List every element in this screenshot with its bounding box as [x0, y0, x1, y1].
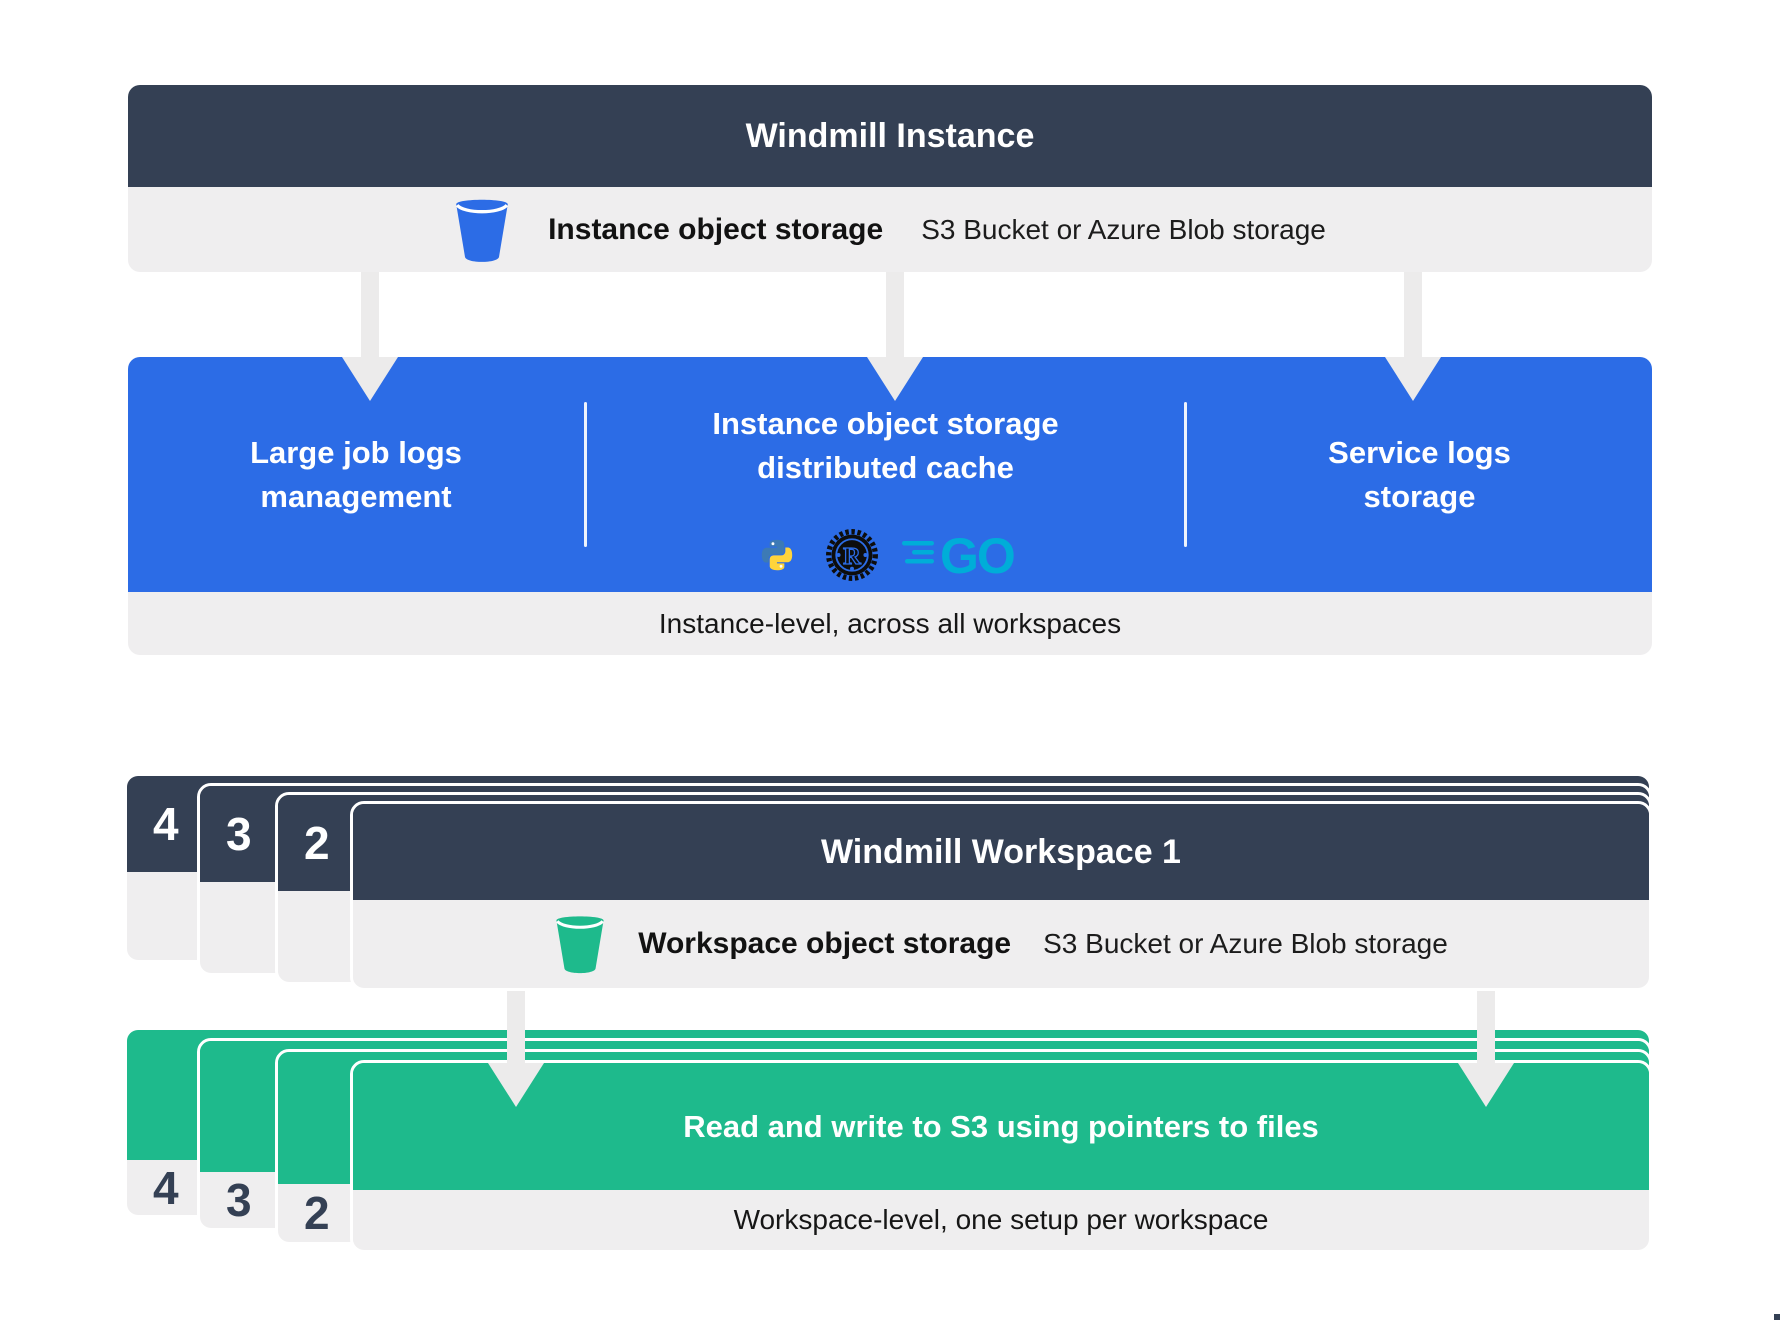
- language-icons-row: R GO: [587, 520, 1184, 590]
- feature-service-logs: Service logs storage: [1187, 357, 1652, 592]
- workspace-card-number: 3: [226, 808, 252, 860]
- green-card-number: 3: [226, 1174, 252, 1226]
- rust-icon: R: [825, 529, 878, 581]
- feature-line: management: [260, 478, 452, 514]
- bucket-icon: [556, 916, 605, 974]
- green-card-number: 4: [153, 1161, 179, 1214]
- workspace-action-box: Read and write to S3 using pointers to f…: [353, 1063, 1649, 1190]
- down-arrow-icon: [1385, 272, 1441, 401]
- feature-line: Large job logs: [250, 434, 462, 470]
- python-icon: [761, 539, 792, 571]
- rust-letter: R: [843, 543, 861, 570]
- instance-footer-text: Instance-level, across all workspaces: [658, 607, 1122, 639]
- feature-large-job-logs: Large job logs management: [128, 357, 584, 592]
- feature-line: distributed cache: [757, 449, 1014, 485]
- go-text: GO: [940, 530, 1014, 580]
- go-icon: GO: [901, 530, 1015, 580]
- workspace-card-number: 2: [304, 817, 330, 869]
- workspace-card-main: Windmill Workspace 1 Workspace object st…: [350, 801, 1652, 991]
- instance-title: Windmill Instance: [745, 116, 1035, 155]
- divider: [1184, 402, 1187, 547]
- workspace-storage-label: Workspace object storage: [638, 927, 1012, 960]
- down-arrow-icon: [342, 272, 398, 401]
- instance-header: Windmill Instance: [128, 85, 1652, 187]
- workspace-footer-text: Workspace-level, one setup per workspace: [733, 1204, 1269, 1235]
- workspace-title: Windmill Workspace 1: [821, 832, 1181, 871]
- workspace-footer-bar: Workspace-level, one setup per workspace: [353, 1190, 1649, 1250]
- workspace-storage-bar: Workspace object storage S3 Bucket or Az…: [353, 900, 1649, 988]
- workspace-storage-sublabel: S3 Bucket or Azure Blob storage: [1043, 928, 1448, 959]
- instance-storage-bar: Instance object storage S3 Bucket or Azu…: [128, 187, 1652, 272]
- feature-distributed-cache: Instance object storage distributed cach…: [587, 357, 1184, 592]
- corner-artifact: [1774, 1314, 1780, 1320]
- instance-footer-bar: Instance-level, across all workspaces: [128, 592, 1652, 655]
- green-card-number: 2: [304, 1187, 330, 1239]
- bucket-icon: [455, 199, 509, 262]
- down-arrow-icon: [867, 272, 923, 401]
- feature-line: Service logs: [1328, 434, 1511, 470]
- workspace-card-number: 4: [153, 798, 179, 850]
- workspace-action-text: Read and write to S3 using pointers to f…: [683, 1108, 1319, 1144]
- feature-line: Instance object storage: [712, 405, 1059, 441]
- green-card-main: Read and write to S3 using pointers to f…: [350, 1060, 1652, 1253]
- instance-storage-sublabel: S3 Bucket or Azure Blob storage: [921, 213, 1326, 245]
- divider: [584, 402, 587, 547]
- feature-line: storage: [1363, 478, 1476, 514]
- instance-storage-label: Instance object storage: [548, 212, 884, 246]
- workspace-header: Windmill Workspace 1: [353, 804, 1649, 900]
- down-arrow-icon: [1458, 991, 1514, 1107]
- down-arrow-icon: [488, 991, 544, 1107]
